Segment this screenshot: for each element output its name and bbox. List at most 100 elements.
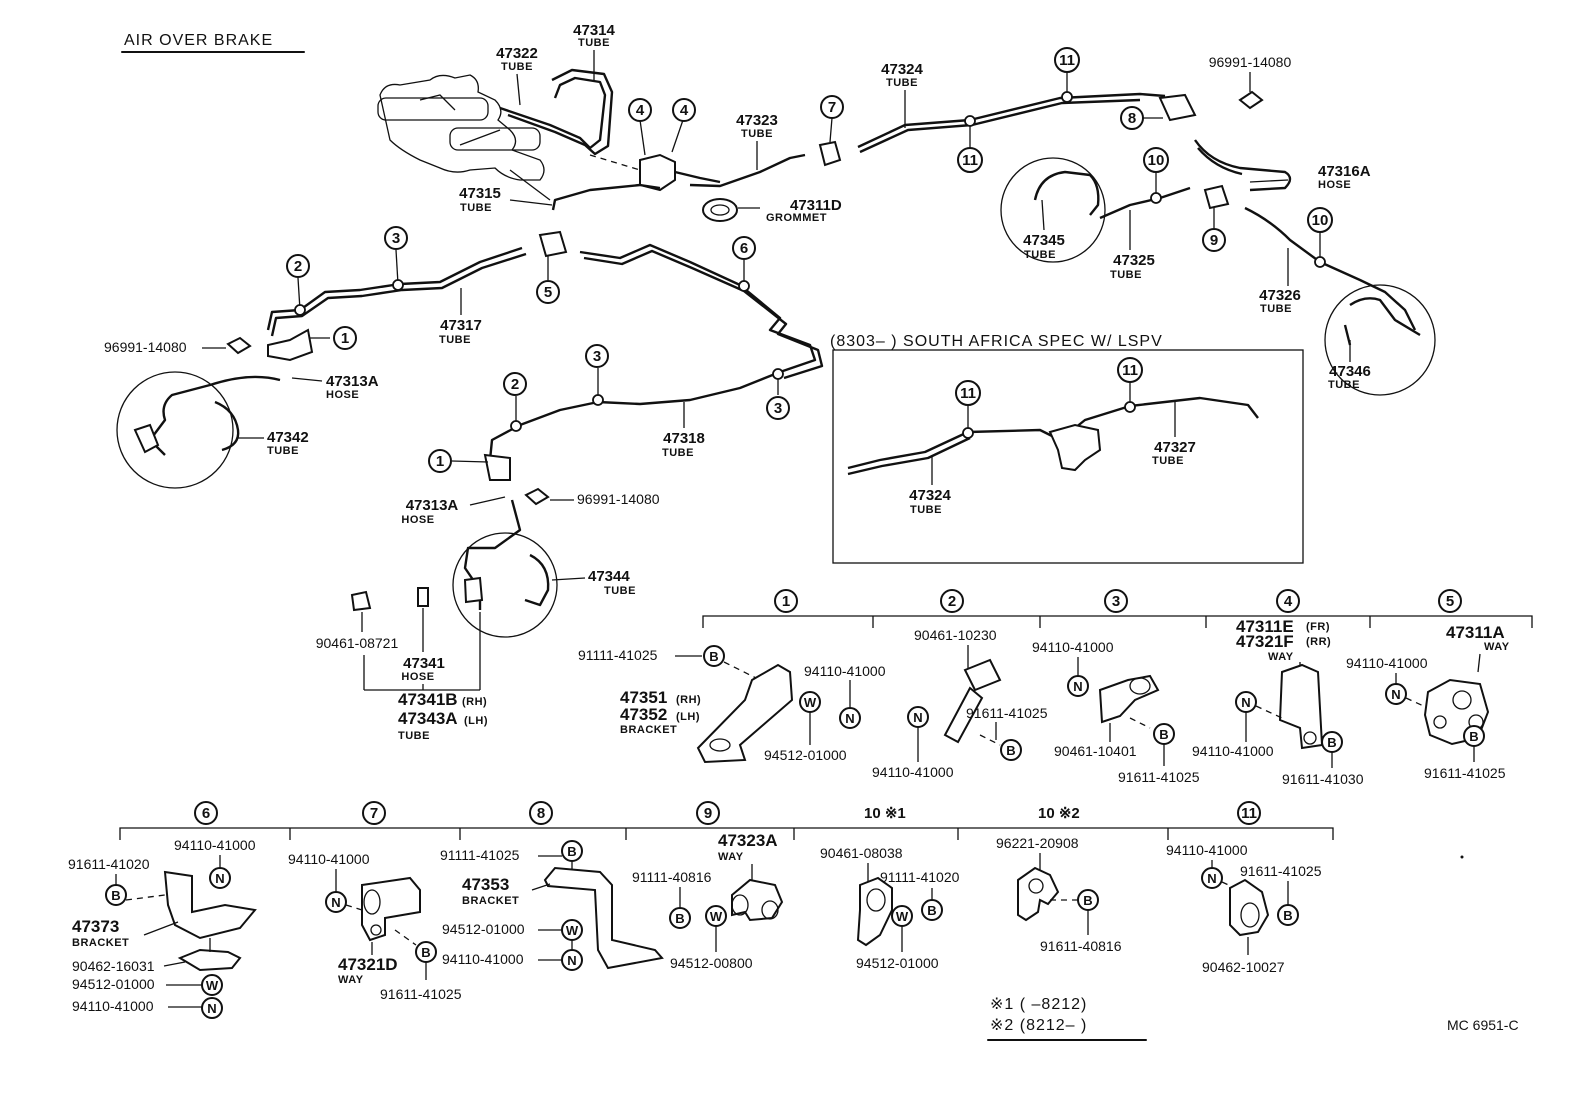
svg-text:91611-41025: 91611-41025 xyxy=(1424,765,1506,781)
svg-text:96221-20908: 96221-20908 xyxy=(996,835,1079,851)
svg-text:(FR): (FR) xyxy=(1306,621,1330,633)
svg-text:TUBE: TUBE xyxy=(604,585,636,597)
svg-text:94512-01000: 94512-01000 xyxy=(442,921,525,937)
svg-text:B: B xyxy=(111,888,120,903)
svg-text:47325: 47325 xyxy=(1113,252,1155,269)
svg-text:47322: 47322 xyxy=(496,45,538,62)
svg-text:94110-41000: 94110-41000 xyxy=(174,837,256,853)
tube-network-top xyxy=(499,68,1292,222)
svg-text:W: W xyxy=(896,909,909,924)
svg-text:B: B xyxy=(567,844,576,859)
svg-text:91611-41030: 91611-41030 xyxy=(1282,771,1364,787)
svg-text:B: B xyxy=(709,649,718,664)
svg-text:TUBE: TUBE xyxy=(578,37,610,49)
svg-text:47346: 47346 xyxy=(1329,363,1371,380)
bracket-icon xyxy=(163,870,257,940)
svg-text:94110-41000: 94110-41000 xyxy=(872,764,954,780)
svg-text:47351: 47351 xyxy=(620,688,667,707)
svg-text:TUBE: TUBE xyxy=(460,202,492,214)
detail-row-2: 6 7 8 9 10 ※1 10 ※2 11 94110-41000 N 916… xyxy=(68,801,1519,1041)
svg-text:4: 4 xyxy=(636,102,645,119)
section-header-9: 9 xyxy=(696,801,720,825)
svg-text:47324: 47324 xyxy=(909,487,951,504)
svg-text:8: 8 xyxy=(1128,110,1136,127)
lspv-valve-icon xyxy=(1048,423,1102,472)
wheel-left xyxy=(116,371,281,489)
svg-text:TUBE: TUBE xyxy=(910,504,942,516)
svg-text:3: 3 xyxy=(1112,593,1120,610)
callout-10b: 10 xyxy=(1307,207,1333,233)
svg-text:11: 11 xyxy=(1122,362,1138,379)
wheel-lower-left xyxy=(452,499,558,638)
section-9-way: 47323A WAY 91111-40816 B W 94512-00800 xyxy=(632,831,784,971)
svg-text:96991-14080: 96991-14080 xyxy=(1209,54,1292,70)
svg-text:94512-01000: 94512-01000 xyxy=(764,747,847,763)
inset-title: (8303– ) SOUTH AFRICA SPEC W/ LSPV xyxy=(830,333,1163,350)
svg-text:91611-41025: 91611-41025 xyxy=(1240,863,1322,879)
section-header-10b: 10 ※2 xyxy=(1038,805,1080,822)
svg-text:94110-41000: 94110-41000 xyxy=(1166,842,1248,858)
part-labels: 47314 TUBE 47322 TUBE 47324 TUBE 47323 T… xyxy=(104,22,1371,742)
svg-text:47311E: 47311E xyxy=(1236,617,1294,636)
section-1-bracket: 91111-41025 B 94110-41000 N W 94512-0100… xyxy=(578,645,886,764)
svg-text:8: 8 xyxy=(537,805,545,822)
section-header-10a: 10 ※1 xyxy=(864,805,906,822)
svg-text:B: B xyxy=(675,911,684,926)
svg-text:TUBE: TUBE xyxy=(886,77,918,89)
svg-text:HOSE: HOSE xyxy=(1318,179,1351,191)
svg-text:7: 7 xyxy=(370,805,378,822)
svg-text:10 ※1: 10 ※1 xyxy=(864,805,906,822)
svg-text:3: 3 xyxy=(774,400,782,417)
svg-text:BRACKET: BRACKET xyxy=(462,895,519,907)
svg-text:(RR): (RR) xyxy=(1306,636,1331,648)
svg-text:47314: 47314 xyxy=(573,22,615,39)
svg-text:N: N xyxy=(1241,695,1250,710)
svg-text:9: 9 xyxy=(1210,232,1218,249)
section-2-clamp: 90461-10230 N 94110-41000 91611-41025 B xyxy=(872,627,1048,780)
svg-text:47321F: 47321F xyxy=(1236,632,1294,651)
svg-text:HOSE: HOSE xyxy=(326,389,359,401)
svg-text:47321D: 47321D xyxy=(338,955,398,974)
svg-text:11: 11 xyxy=(1059,52,1075,69)
section-header-4: 4 xyxy=(1276,589,1300,613)
svg-text:91111-41020: 91111-41020 xyxy=(880,869,960,885)
svg-text:91111-40816: 91111-40816 xyxy=(632,869,712,885)
svg-text:47311A: 47311A xyxy=(1446,623,1505,642)
clip-icon xyxy=(524,487,550,506)
svg-text:47315: 47315 xyxy=(459,185,501,202)
svg-text:2: 2 xyxy=(511,376,519,393)
svg-text:HOSE: HOSE xyxy=(401,671,434,683)
svg-text:N: N xyxy=(1391,687,1400,702)
svg-text:B: B xyxy=(927,903,936,918)
inset-callout-11b: 11 xyxy=(1117,357,1143,383)
clamp-icon xyxy=(1229,878,1270,937)
svg-text:TUBE: TUBE xyxy=(662,447,694,459)
svg-text:11: 11 xyxy=(960,385,976,402)
svg-text:(RH): (RH) xyxy=(462,696,487,708)
svg-text:47343A: 47343A xyxy=(398,709,458,728)
section-header-3: 3 xyxy=(1104,589,1128,613)
section-3-clamp: 94110-41000 N 90461-10401 B 91611-41025 xyxy=(1032,639,1200,785)
callout-3c: 3 xyxy=(766,396,790,420)
svg-text:91611-41025: 91611-41025 xyxy=(966,705,1048,721)
section-8-bracket: 91111-41025 B 47353 BRACKET 94512-01000 … xyxy=(440,840,664,971)
svg-text:TUBE: TUBE xyxy=(1260,303,1292,315)
svg-text:W: W xyxy=(566,923,579,938)
svg-text:B: B xyxy=(1469,729,1478,744)
svg-text:1: 1 xyxy=(341,330,349,347)
svg-text:(LH): (LH) xyxy=(676,711,700,723)
svg-text:90462-10027: 90462-10027 xyxy=(1202,959,1285,975)
svg-text:TUBE: TUBE xyxy=(398,730,430,742)
svg-text:TUBE: TUBE xyxy=(501,61,533,73)
callout-leaders xyxy=(297,72,1321,463)
clamp-icon xyxy=(963,658,1002,692)
footnotes: ※1 ( –8212) ※2 (8212– ) xyxy=(987,996,1147,1041)
svg-text:47326: 47326 xyxy=(1259,287,1301,304)
clamp-icon xyxy=(1098,674,1160,724)
svg-text:11: 11 xyxy=(1241,805,1257,822)
detail-row-1: 1 2 3 4 5 91111-41025 B 94110-41000 N W … xyxy=(578,589,1533,787)
hose-end-icon xyxy=(417,587,429,607)
svg-text:N: N xyxy=(207,1001,216,1016)
svg-text:4: 4 xyxy=(680,102,689,119)
svg-text:94512-01000: 94512-01000 xyxy=(72,976,155,992)
